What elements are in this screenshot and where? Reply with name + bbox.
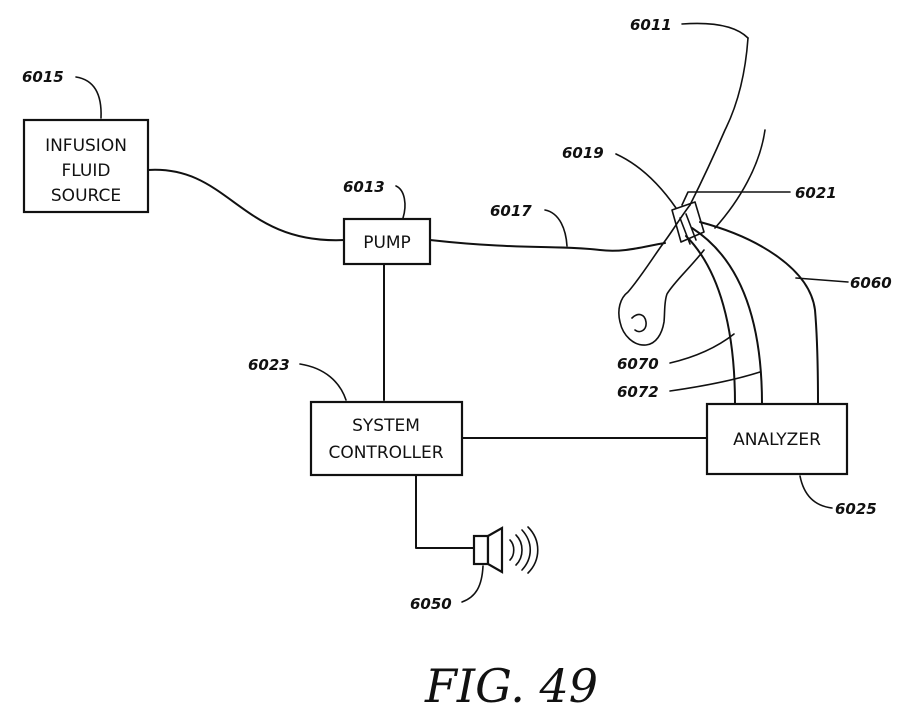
pump-block: PUMP bbox=[344, 219, 430, 264]
leader-6050 bbox=[462, 566, 483, 602]
pump-label: PUMP bbox=[363, 233, 411, 253]
infusion-fluid-source-label-3: SOURCE bbox=[51, 186, 121, 206]
analyzer-block: ANALYZER bbox=[707, 404, 847, 474]
system-controller-block: SYSTEM CONTROLLER bbox=[311, 402, 462, 475]
figure-caption: FIG. 49 bbox=[424, 659, 598, 713]
ref-6025: 6025 bbox=[835, 500, 877, 518]
ref-6072: 6072 bbox=[617, 383, 659, 401]
ref-6050: 6050 bbox=[410, 595, 452, 613]
ref-6011: 6011 bbox=[630, 16, 672, 34]
line-controller-to-speaker bbox=[416, 475, 474, 548]
leader-6070 bbox=[670, 334, 734, 363]
line-pump-to-catheter bbox=[430, 240, 665, 251]
leader-6013 bbox=[396, 186, 405, 218]
leader-6025 bbox=[800, 476, 832, 508]
analyzer-label: ANALYZER bbox=[733, 430, 821, 450]
ref-6013: 6013 bbox=[343, 178, 385, 196]
leader-6021 bbox=[682, 192, 790, 205]
leader-6019 bbox=[616, 154, 676, 208]
leader-6072 bbox=[670, 372, 760, 391]
infusion-fluid-source-label-2: FLUID bbox=[62, 161, 111, 181]
ref-6019: 6019 bbox=[562, 144, 604, 162]
ref-6070: 6070 bbox=[617, 355, 659, 373]
ref-6023: 6023 bbox=[248, 356, 290, 374]
line-source-to-pump bbox=[148, 170, 345, 240]
leader-6015 bbox=[76, 77, 101, 118]
ref-6021: 6021 bbox=[795, 184, 837, 202]
ref-6060: 6060 bbox=[850, 274, 892, 292]
leader-6011 bbox=[682, 23, 748, 38]
system-controller-label-1: SYSTEM bbox=[352, 416, 420, 436]
infusion-fluid-source-block: INFUSION FLUID SOURCE bbox=[24, 120, 148, 212]
leader-6023 bbox=[300, 364, 346, 400]
ref-6017: 6017 bbox=[490, 202, 532, 220]
infusion-fluid-source-label-1: INFUSION bbox=[45, 136, 127, 156]
system-controller-label-2: CONTROLLER bbox=[328, 443, 443, 463]
ref-6015: 6015 bbox=[22, 68, 64, 86]
leader-6017 bbox=[545, 210, 567, 246]
